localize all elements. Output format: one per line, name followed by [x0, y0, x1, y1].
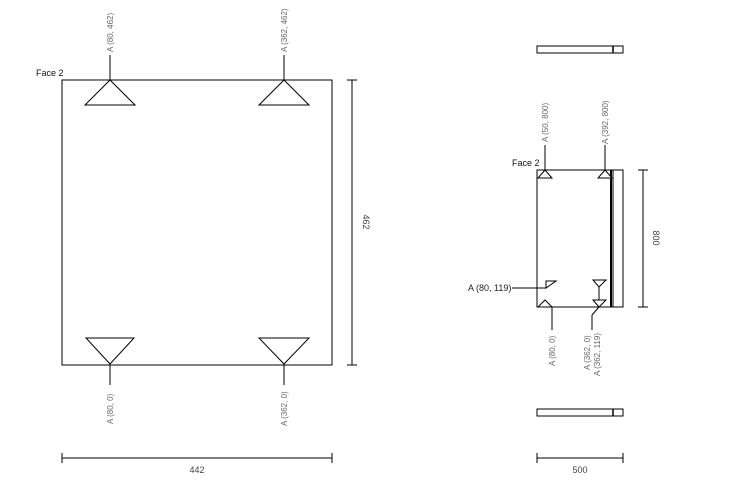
- side-face-label: Face 2: [512, 158, 540, 168]
- side-bottom-right-label-2: A (362, 119): [593, 333, 602, 376]
- bottom-right-triangle: [257, 337, 311, 365]
- front-bottom-right-label: A (362, 0): [280, 391, 289, 426]
- bottom-left-triangle: [84, 337, 136, 365]
- front-width-dimension: [61, 453, 333, 463]
- side-height-dimension: [638, 169, 648, 308]
- side-top-right-label: A (392, 800): [601, 100, 610, 144]
- front-face-label: Face 2: [36, 68, 64, 78]
- side-mid-label: A (80, 119): [468, 283, 511, 293]
- top-edge-strip: [536, 45, 624, 54]
- front-bottom-left-label: A (80, 0): [106, 393, 115, 424]
- side-top-left-triangle: [536, 169, 554, 179]
- side-top-left-label: A (50, 800): [541, 103, 550, 142]
- front-panel: [61, 79, 333, 366]
- front-height-label: 462: [361, 214, 371, 229]
- side-right-mid-triangle: [591, 279, 608, 288]
- side-bottom-left-triangle: [536, 299, 554, 308]
- side-right-bottom-triangle: [591, 299, 608, 308]
- front-width-label: 442: [189, 465, 204, 475]
- side-panel-back: [612, 169, 624, 308]
- side-width-label: 500: [572, 465, 587, 475]
- top-left-triangle: [83, 79, 137, 106]
- side-bottom-right-label-1: A (362, 0): [583, 335, 592, 370]
- side-bottom-left-label: A (80, 0): [548, 335, 557, 366]
- side-mid-triangle: [545, 280, 558, 289]
- side-view: [512, 45, 648, 463]
- front-view: [61, 55, 357, 463]
- front-top-left-label: A (80, 462): [106, 13, 115, 52]
- top-right-triangle: [257, 79, 311, 106]
- side-bottom-right-leader-2: [591, 306, 600, 316]
- bottom-edge-strip: [536, 408, 624, 417]
- front-height-dimension: [347, 79, 357, 366]
- side-top-right-triangle: [596, 169, 614, 179]
- front-top-right-label: A (362, 462): [280, 8, 289, 52]
- side-width-dimension: [536, 453, 624, 463]
- side-height-label: 800: [651, 230, 661, 245]
